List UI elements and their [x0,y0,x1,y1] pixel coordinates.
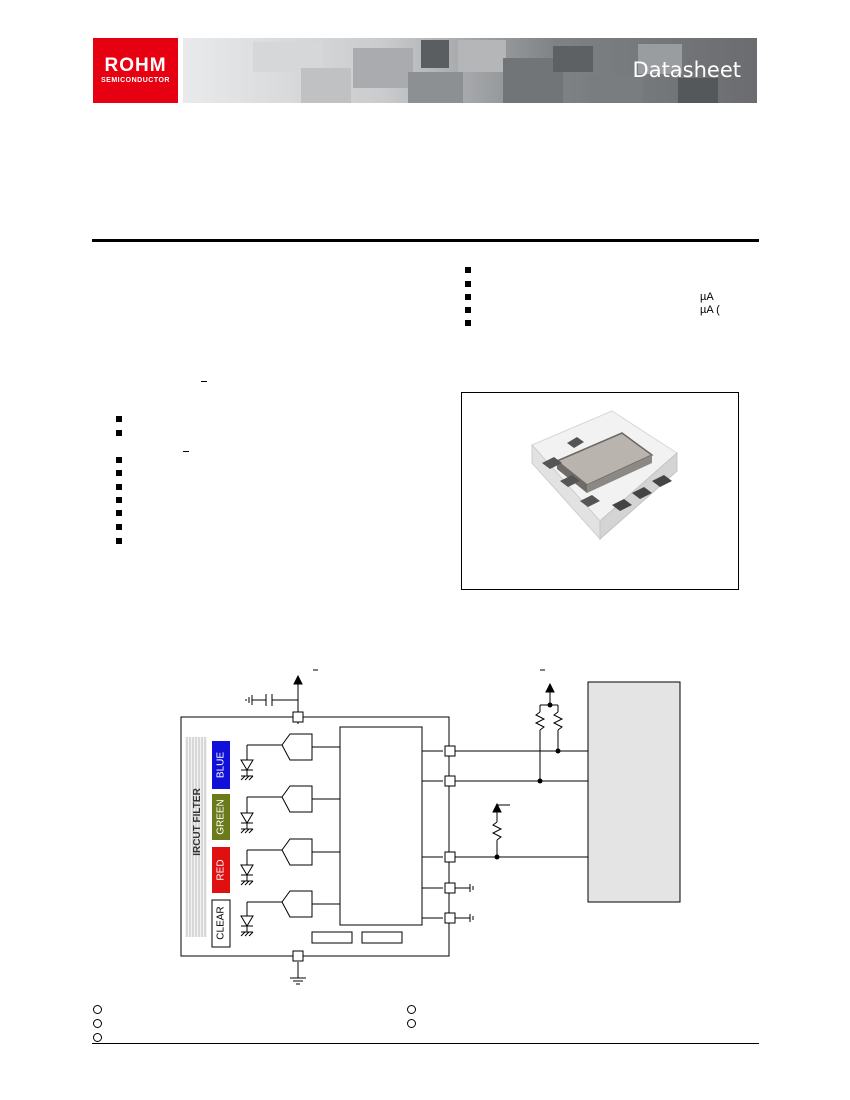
square-bullet-icon [465,281,471,287]
gnd-pin [444,912,456,924]
banner-square [553,46,593,72]
photodiode-icon [240,759,254,771]
photodiode-icon [240,915,254,927]
square-bullet-icon [116,457,122,463]
square-bullet-icon [116,470,122,476]
ircut-filter-label: IRCUT FILTER [192,787,203,855]
amplifier [281,785,313,813]
gnd-pin [292,950,304,962]
sensor-die-edge [587,455,652,493]
vcc-pin [292,711,304,723]
logo-main-text: ROHM [104,55,167,76]
circle-bullet-icon [407,1005,416,1014]
banner-square [408,72,463,103]
amplifier [281,733,313,761]
package-photo [531,410,678,541]
square-bullet-icon [116,484,122,490]
package-pad [542,457,562,469]
package-pad [652,475,672,487]
title-rule [92,239,759,242]
rohm-logo: ROHM SEMICONDUCTOR [93,38,178,103]
circle-bullet-icon [407,1019,416,1028]
banner-square [421,40,449,68]
clear-filter-label: CLEAR [216,906,227,939]
photodiode-icon [240,864,254,876]
amplifier [281,890,313,918]
circle-bullet-icon [93,1005,102,1014]
banner-square [638,44,682,74]
int-pin [444,851,456,863]
circle-bullet-icon [93,1019,102,1028]
banner-square [301,68,351,103]
register-block [311,931,353,944]
feature-unit-text: µA ( [700,304,720,316]
square-bullet-icon [116,430,122,436]
red-filter [212,847,230,893]
square-bullet-icon [116,524,122,530]
channel-blue [240,733,340,781]
overline-mark [183,451,189,452]
feature-unit-text: µA [700,291,714,303]
package-pad [580,495,600,507]
logic-block [339,726,423,926]
ic-outline [180,716,450,957]
banner-title: Datasheet [632,58,741,82]
gnd-pin [444,882,456,894]
package-pad [632,487,652,499]
red-filter-label: RED [216,859,227,880]
footer-rule [92,1043,759,1044]
amplifier [281,838,313,866]
banner-square [458,40,506,72]
square-bullet-icon [465,294,471,300]
overline-mark [201,381,207,382]
mcu-block [587,681,681,903]
channel-clear [240,890,340,937]
ircut-filter [185,737,207,937]
package-pad [567,437,584,448]
square-bullet-icon [465,307,471,313]
banner-square [353,48,413,88]
square-bullet-icon [465,267,471,273]
banner-square [253,42,323,72]
square-bullet-icon [116,510,122,516]
square-bullet-icon [465,320,471,326]
green-filter-label: GREEN [216,799,227,835]
blue-filter-label: BLUE [216,752,227,778]
channel-red [240,838,340,886]
package-pad [560,475,580,487]
photodiode-icon [240,812,254,824]
channel-green [240,785,340,834]
package-pad [612,499,632,511]
bus-pin [444,745,456,757]
circle-bullet-icon [93,1033,102,1042]
square-bullet-icon [116,538,122,544]
package-photo-frame [461,392,739,590]
register-block [361,931,403,944]
blue-filter [212,741,230,789]
banner-square [678,78,718,103]
bus-pin [444,775,456,787]
green-filter [212,794,230,840]
banner-square [588,76,643,103]
logo-sub-text: SEMICONDUCTOR [101,77,170,84]
header-banner: Datasheet [183,38,757,103]
clear-filter [211,899,231,948]
square-bullet-icon [116,416,122,422]
square-bullet-icon [116,497,122,503]
block-diagram: IRCUT FILTER BLUE GREEN RED CLEAR [180,669,681,985]
